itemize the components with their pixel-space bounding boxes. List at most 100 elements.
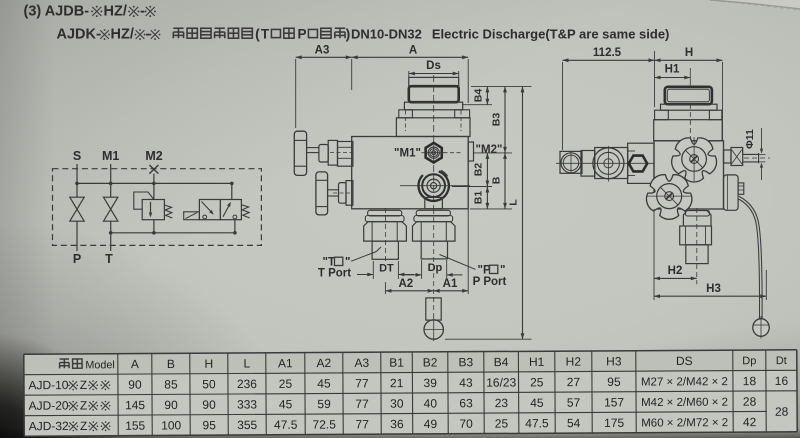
svg-text:36: 36 <box>390 417 404 431</box>
svg-text:-: - <box>146 27 151 43</box>
svg-text:Dp: Dp <box>428 262 443 274</box>
svg-text:M42 × 2/M60 × 2: M42 × 2/M60 × 2 <box>641 397 728 410</box>
svg-text:Z: Z <box>80 378 87 392</box>
svg-text:54: 54 <box>567 416 581 430</box>
svg-text:H1: H1 <box>529 355 545 369</box>
svg-text:Model: Model <box>85 359 114 371</box>
svg-text:DN10-DN32: DN10-DN32 <box>351 27 422 42</box>
svg-text:333: 333 <box>237 397 257 411</box>
svg-text:72.5: 72.5 <box>312 417 336 431</box>
svg-text:B2: B2 <box>473 163 485 177</box>
svg-text:(3) AJDB-: (3) AJDB- <box>24 4 90 20</box>
svg-text:25: 25 <box>530 375 544 389</box>
svg-text:DT: DT <box>379 263 394 275</box>
svg-text:): ) <box>346 26 351 42</box>
svg-text:HZ/: HZ/ <box>111 27 134 43</box>
svg-text:95: 95 <box>607 375 621 389</box>
svg-text:T Port: T Port <box>318 268 351 280</box>
svg-text:A: A <box>409 45 417 57</box>
svg-text:112.5: 112.5 <box>593 47 622 59</box>
svg-text:AJD-20: AJD-20 <box>29 399 69 413</box>
svg-text:AJD-10: AJD-10 <box>28 378 68 392</box>
svg-text:S: S <box>73 149 81 163</box>
svg-text:L: L <box>508 199 520 206</box>
svg-text:Ds: Ds <box>426 60 441 72</box>
svg-text:A1: A1 <box>443 278 458 290</box>
svg-text:77: 77 <box>355 417 369 431</box>
svg-text:Φ11: Φ11 <box>744 129 756 149</box>
svg-text:A3: A3 <box>315 45 330 57</box>
svg-text:Z: Z <box>80 398 87 412</box>
svg-text:63: 63 <box>459 396 473 410</box>
svg-text:47.5: 47.5 <box>274 418 298 432</box>
svg-text:236: 236 <box>237 377 257 391</box>
svg-text:H1: H1 <box>665 64 680 76</box>
svg-text:AJDK-: AJDK- <box>57 27 101 43</box>
svg-text:M2: M2 <box>145 149 162 163</box>
svg-text:B: B <box>491 176 503 184</box>
svg-text:A2: A2 <box>316 356 331 370</box>
svg-text:H3: H3 <box>706 283 721 295</box>
svg-text:B2: B2 <box>423 355 438 369</box>
svg-text:Electric Discharge(T&P are sam: Electric Discharge(T&P are same side) <box>432 27 670 42</box>
svg-text:50: 50 <box>202 377 216 391</box>
svg-text:40: 40 <box>424 396 438 410</box>
svg-text:85: 85 <box>164 377 178 391</box>
svg-text:A2: A2 <box>398 278 413 290</box>
svg-text:B: B <box>167 357 175 371</box>
svg-text:90: 90 <box>202 398 216 412</box>
svg-text:B3: B3 <box>491 113 503 127</box>
svg-text:30: 30 <box>390 397 404 411</box>
svg-text:59: 59 <box>317 397 331 411</box>
svg-text:A: A <box>131 357 139 371</box>
svg-text:355: 355 <box>237 418 257 432</box>
svg-text:43: 43 <box>459 376 473 390</box>
svg-text:M27 × 2/M42 × 2: M27 × 2/M42 × 2 <box>641 376 728 389</box>
svg-text:18: 18 <box>743 374 757 388</box>
svg-text:B4: B4 <box>494 355 509 369</box>
svg-text:57: 57 <box>567 396 581 410</box>
svg-text:-: - <box>140 4 145 20</box>
svg-text:49: 49 <box>424 417 438 431</box>
svg-text:175: 175 <box>604 416 624 430</box>
svg-text:155: 155 <box>125 419 145 433</box>
svg-text:95: 95 <box>202 418 216 432</box>
svg-text:90: 90 <box>128 378 142 392</box>
svg-text:H: H <box>204 357 213 371</box>
svg-text:P: P <box>297 27 306 42</box>
svg-text:"M2": "M2" <box>476 144 503 156</box>
svg-text:"P: "P <box>478 265 491 277</box>
svg-text:23: 23 <box>495 396 509 410</box>
svg-text:Dt: Dt <box>776 355 787 367</box>
svg-text:P: P <box>73 252 81 266</box>
svg-text:16: 16 <box>775 374 789 388</box>
svg-text:157: 157 <box>604 395 624 409</box>
svg-text:77: 77 <box>355 376 369 390</box>
svg-text:": " <box>345 257 350 269</box>
svg-text:28: 28 <box>775 405 789 419</box>
svg-text:A1: A1 <box>278 356 293 370</box>
svg-text:77: 77 <box>355 397 369 411</box>
svg-text:Dp: Dp <box>742 355 756 367</box>
svg-text:AJD-32: AJD-32 <box>29 419 69 433</box>
svg-text:L: L <box>243 356 250 370</box>
svg-text:39: 39 <box>423 376 437 390</box>
svg-text:H2: H2 <box>566 355 582 369</box>
svg-text:28: 28 <box>743 395 757 409</box>
svg-text:HZ/: HZ/ <box>104 4 127 20</box>
svg-text:B3: B3 <box>458 355 473 369</box>
svg-text:"T: "T <box>323 257 335 269</box>
svg-text:B1: B1 <box>389 356 404 370</box>
svg-text:27: 27 <box>567 375 581 389</box>
svg-text:90: 90 <box>164 398 178 412</box>
svg-text:M1: M1 <box>102 149 119 163</box>
svg-text:45: 45 <box>279 397 293 411</box>
svg-text:16/23: 16/23 <box>486 375 516 389</box>
svg-text:M60 × 2/M72 × 2: M60 × 2/M72 × 2 <box>641 417 728 430</box>
svg-text:DS: DS <box>676 354 693 368</box>
svg-text:45: 45 <box>530 396 544 410</box>
svg-text:H3: H3 <box>606 354 622 368</box>
svg-text:B4: B4 <box>473 89 485 103</box>
svg-text:P Port: P Port <box>473 276 507 288</box>
svg-text:42: 42 <box>743 415 757 429</box>
